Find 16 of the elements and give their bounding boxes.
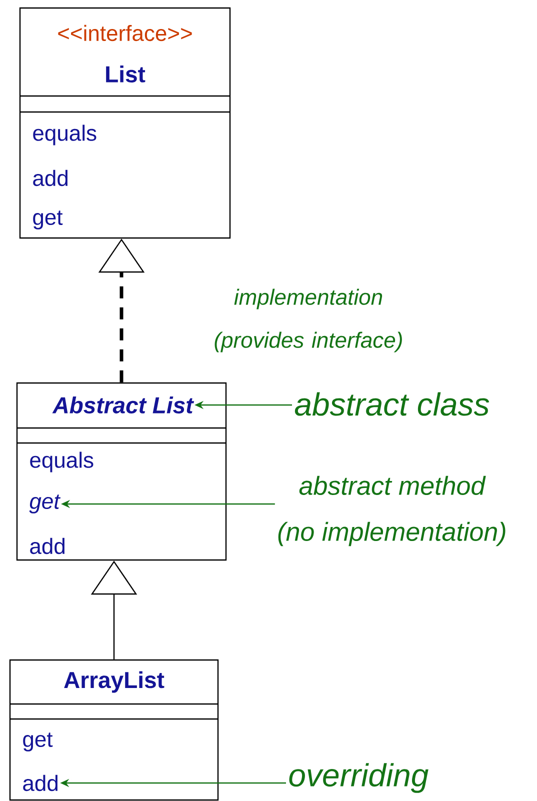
- stereotype-label: <<interface>>: [58, 24, 192, 42]
- method-name: get: [23, 732, 53, 752]
- class-name: Abstract List: [52, 396, 194, 414]
- method-name: add: [33, 170, 68, 186]
- method-name: equals: [30, 452, 94, 472]
- method-name: add: [30, 538, 64, 554]
- class-name: List: [106, 66, 146, 82]
- annotation: overriding: [289, 763, 428, 793]
- method-name: get: [29, 494, 61, 514]
- annotation: abstract class: [294, 392, 490, 416]
- class-name: ArrayList: [64, 671, 164, 693]
- annotation: abstract method (no implementation): [278, 476, 506, 546]
- method-name: add: [23, 774, 58, 792]
- method-name: get: [33, 210, 63, 230]
- edge-label: implementation (provides interface): [196, 286, 420, 354]
- method-name: equals: [33, 124, 96, 146]
